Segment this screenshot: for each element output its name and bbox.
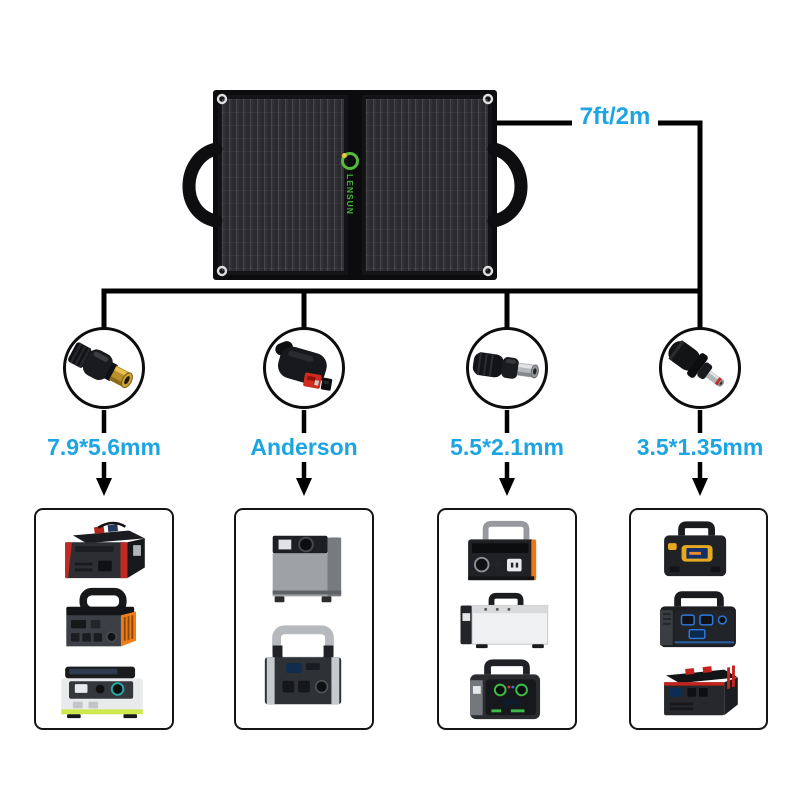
carry-handle-left-icon [182, 142, 223, 228]
cable-line [495, 120, 703, 328]
solar-cells [222, 99, 344, 271]
down-arrow-icon [296, 478, 312, 496]
panel-half-right [362, 95, 492, 275]
panel-half-left [218, 95, 348, 275]
down-arrow-icon [692, 478, 708, 496]
cable-length-label: 7ft/2m [572, 102, 658, 132]
solar-panel [213, 90, 497, 280]
power-station-silver-black-handle-thumb [460, 592, 549, 649]
device-compat-box [34, 508, 174, 730]
connector-label: 5.5*2.1mm [450, 434, 564, 460]
grommet-icon [216, 93, 228, 105]
carry-handle-right-icon [487, 142, 528, 228]
power-station-black-red-jumper-thumb [65, 521, 145, 578]
brand-name: LENSUN [345, 173, 355, 215]
distribution-line [101, 288, 700, 328]
power-station-yellow-display-thumb [663, 521, 726, 577]
device-compat-box [234, 508, 374, 730]
device-compat-box [629, 508, 768, 730]
brand-ring-icon [341, 152, 359, 170]
connector-label: 7.9*5.6mm [47, 434, 161, 460]
connector-circle-anderson [263, 327, 345, 409]
down-arrow-icon [96, 478, 112, 496]
grommet-icon [216, 265, 228, 277]
grommet-icon [482, 265, 494, 277]
connector-circle-5521 [466, 327, 548, 409]
grommet-icon [482, 93, 494, 105]
anderson-connector-icon [275, 341, 333, 391]
power-station-gray-cube-display-thumb [272, 535, 342, 602]
down-arrow-icon [499, 478, 515, 496]
solar-cells [366, 99, 488, 271]
connector-label: 3.5*1.35mm [636, 434, 764, 460]
device-compat-box [437, 508, 577, 730]
power-station-orange-side-loop-handle-thumb [66, 587, 137, 647]
power-station-dark-silver-handle-thumb [264, 625, 342, 705]
power-station-black-orange-trim-thumb [468, 520, 537, 580]
power-station-rugged-green-buttons-thumb [470, 658, 541, 719]
panel-brand-logo: LENSUN [336, 152, 364, 216]
panel-handles-grommets [182, 93, 528, 277]
power-station-red-trim-thumb [663, 665, 738, 716]
connector-circle-35135 [659, 327, 741, 409]
dc-plug-5.5x2.1mm-icon [472, 352, 539, 379]
connector-circle-7955 [63, 327, 145, 409]
dc-plug-3.5x1.35mm-icon [668, 340, 725, 387]
power-station-blue-accent-ports-thumb [659, 591, 736, 648]
dc-plug-7.9x5.6mm-icon [68, 342, 133, 389]
power-station-white-green-stripe-thumb [61, 666, 143, 718]
connector-label: Anderson [250, 434, 358, 460]
